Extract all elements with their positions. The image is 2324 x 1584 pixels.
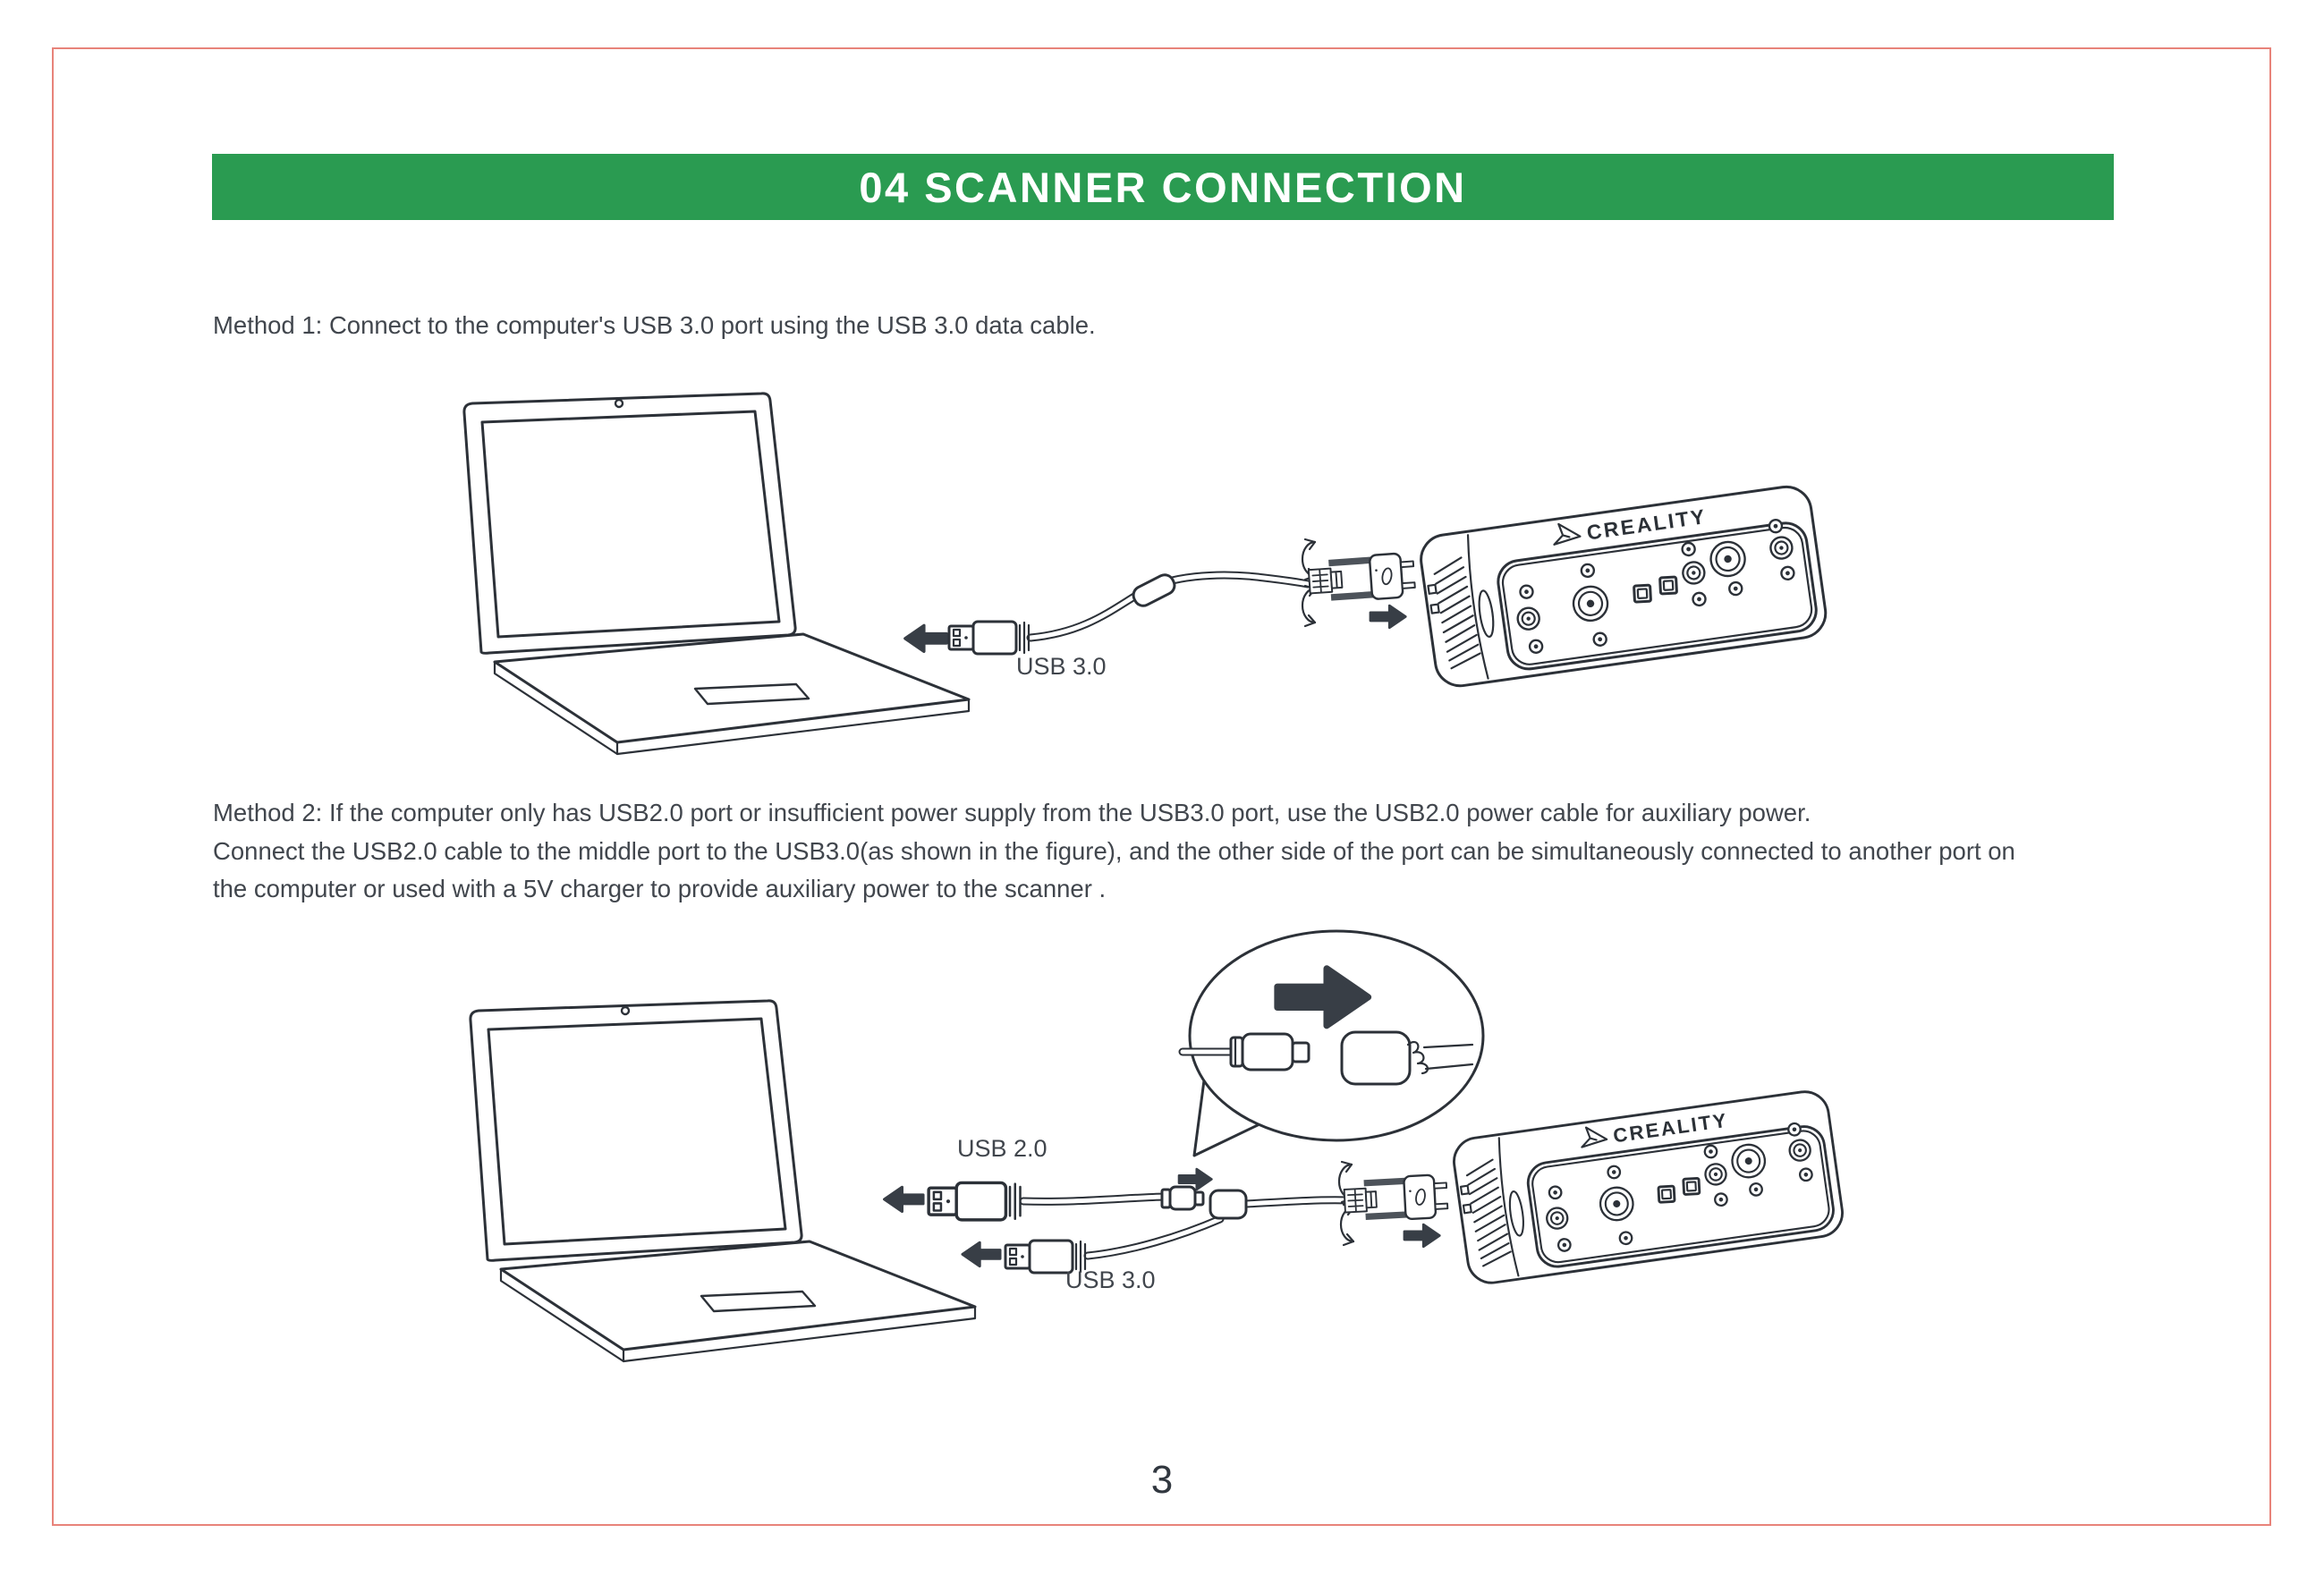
method2-line1: Method 2: If the computer only has USB2.… [213, 799, 1811, 826]
scanner-connector [1306, 551, 1417, 606]
section-title: 04 SCANNER CONNECTION [859, 164, 1467, 211]
page-border [52, 47, 2271, 1526]
method2-line2: Connect the USB2.0 cable to the middle p… [213, 836, 2015, 865]
usb3-label: USB 3.0 [1065, 1266, 1156, 1293]
usb2-plug [927, 1181, 1022, 1222]
method2-text: Method 2: If the computer only has USB2.… [213, 794, 2015, 909]
laptop-illustration [462, 392, 971, 756]
adapter-port-detail [1340, 1030, 1474, 1086]
method1-text: Method 1: Connect to the computer's USB … [213, 310, 1096, 339]
method2-line3: the computer or used with a 5V charger t… [213, 875, 1107, 902]
usb-c-connector [1160, 1185, 1205, 1211]
laptop-illustration [469, 999, 977, 1363]
ferrite-bead [1132, 573, 1176, 607]
scanner-illustration: CREALITY [1451, 1088, 1845, 1285]
arrow-right-icon [1403, 1223, 1441, 1249]
page-number: 3 [1150, 1458, 1174, 1502]
power-plug-detail [1178, 1032, 1310, 1072]
cable-junction [1209, 1189, 1248, 1220]
usb2-label: USB 2.0 [957, 1135, 1047, 1162]
section-header: 04 SCANNER CONNECTION [212, 154, 2114, 220]
illustration-method2: USB 2.0 USB 3.0 CREALITY [469, 929, 1879, 1363]
arrow-left-icon [903, 623, 948, 654]
scanner-illustration: CREALITY [1418, 484, 1828, 690]
arrow-right-icon [1369, 604, 1407, 630]
usb3-label: USB 3.0 [1016, 653, 1107, 680]
arrow-left-icon [883, 1185, 925, 1214]
illustration-method1: USB 3.0 CREALITY [462, 392, 1843, 756]
usb3-plug [947, 620, 1031, 656]
arrow-left-icon [961, 1241, 1002, 1268]
scanner-connector [1342, 1173, 1449, 1224]
magnifier-bubble [1178, 929, 1485, 1157]
